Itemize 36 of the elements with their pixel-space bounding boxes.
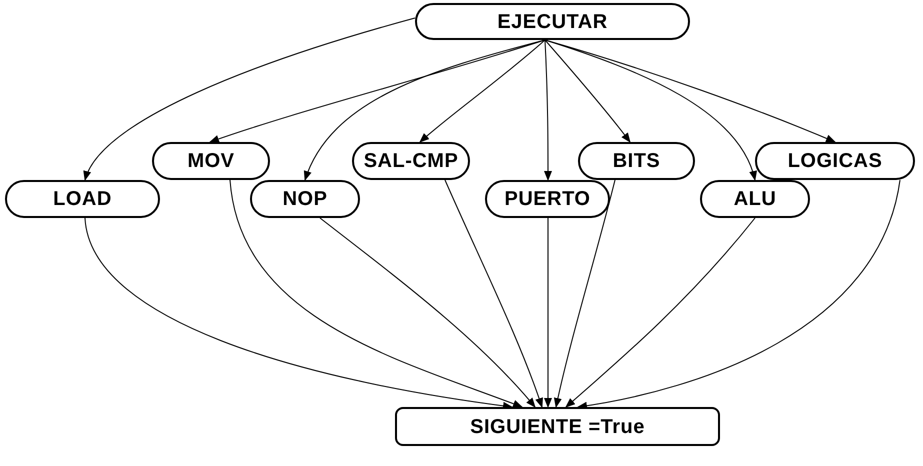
arrow [565,218,756,408]
process-node [352,142,470,180]
node-label: EJECUTAR [497,10,608,34]
node-label: MOV [187,149,235,174]
arrow [84,18,416,181]
arrow [230,180,523,408]
process-node [578,142,695,180]
node-label: BITS [612,149,660,174]
arrow [419,40,546,143]
process-node [152,142,270,180]
process-node [5,180,160,218]
process-node [250,180,360,218]
arrow [544,40,631,143]
node-label: LOGICAS [788,149,882,174]
process-node [700,180,810,218]
node-label: SIGUIENTE =True [470,414,645,440]
arrow [304,40,546,181]
arrow [320,218,536,408]
arrow [554,180,616,408]
node-label: SAL-CMP [364,149,458,174]
arrow [544,40,552,181]
node-label: LOAD [53,187,112,212]
arrow [209,40,546,143]
process-node [415,3,690,40]
arrow [544,40,836,142]
process-node [755,142,915,180]
arrow [444,180,543,408]
process-node [485,180,610,218]
arrow [577,180,900,410]
arrow [84,218,513,410]
arrow [544,40,756,181]
arrow [544,218,552,408]
node-label: NOP [282,187,328,212]
node-label: PUERTO [504,187,590,212]
process-node [395,407,720,446]
node-label: ALU [734,187,776,212]
